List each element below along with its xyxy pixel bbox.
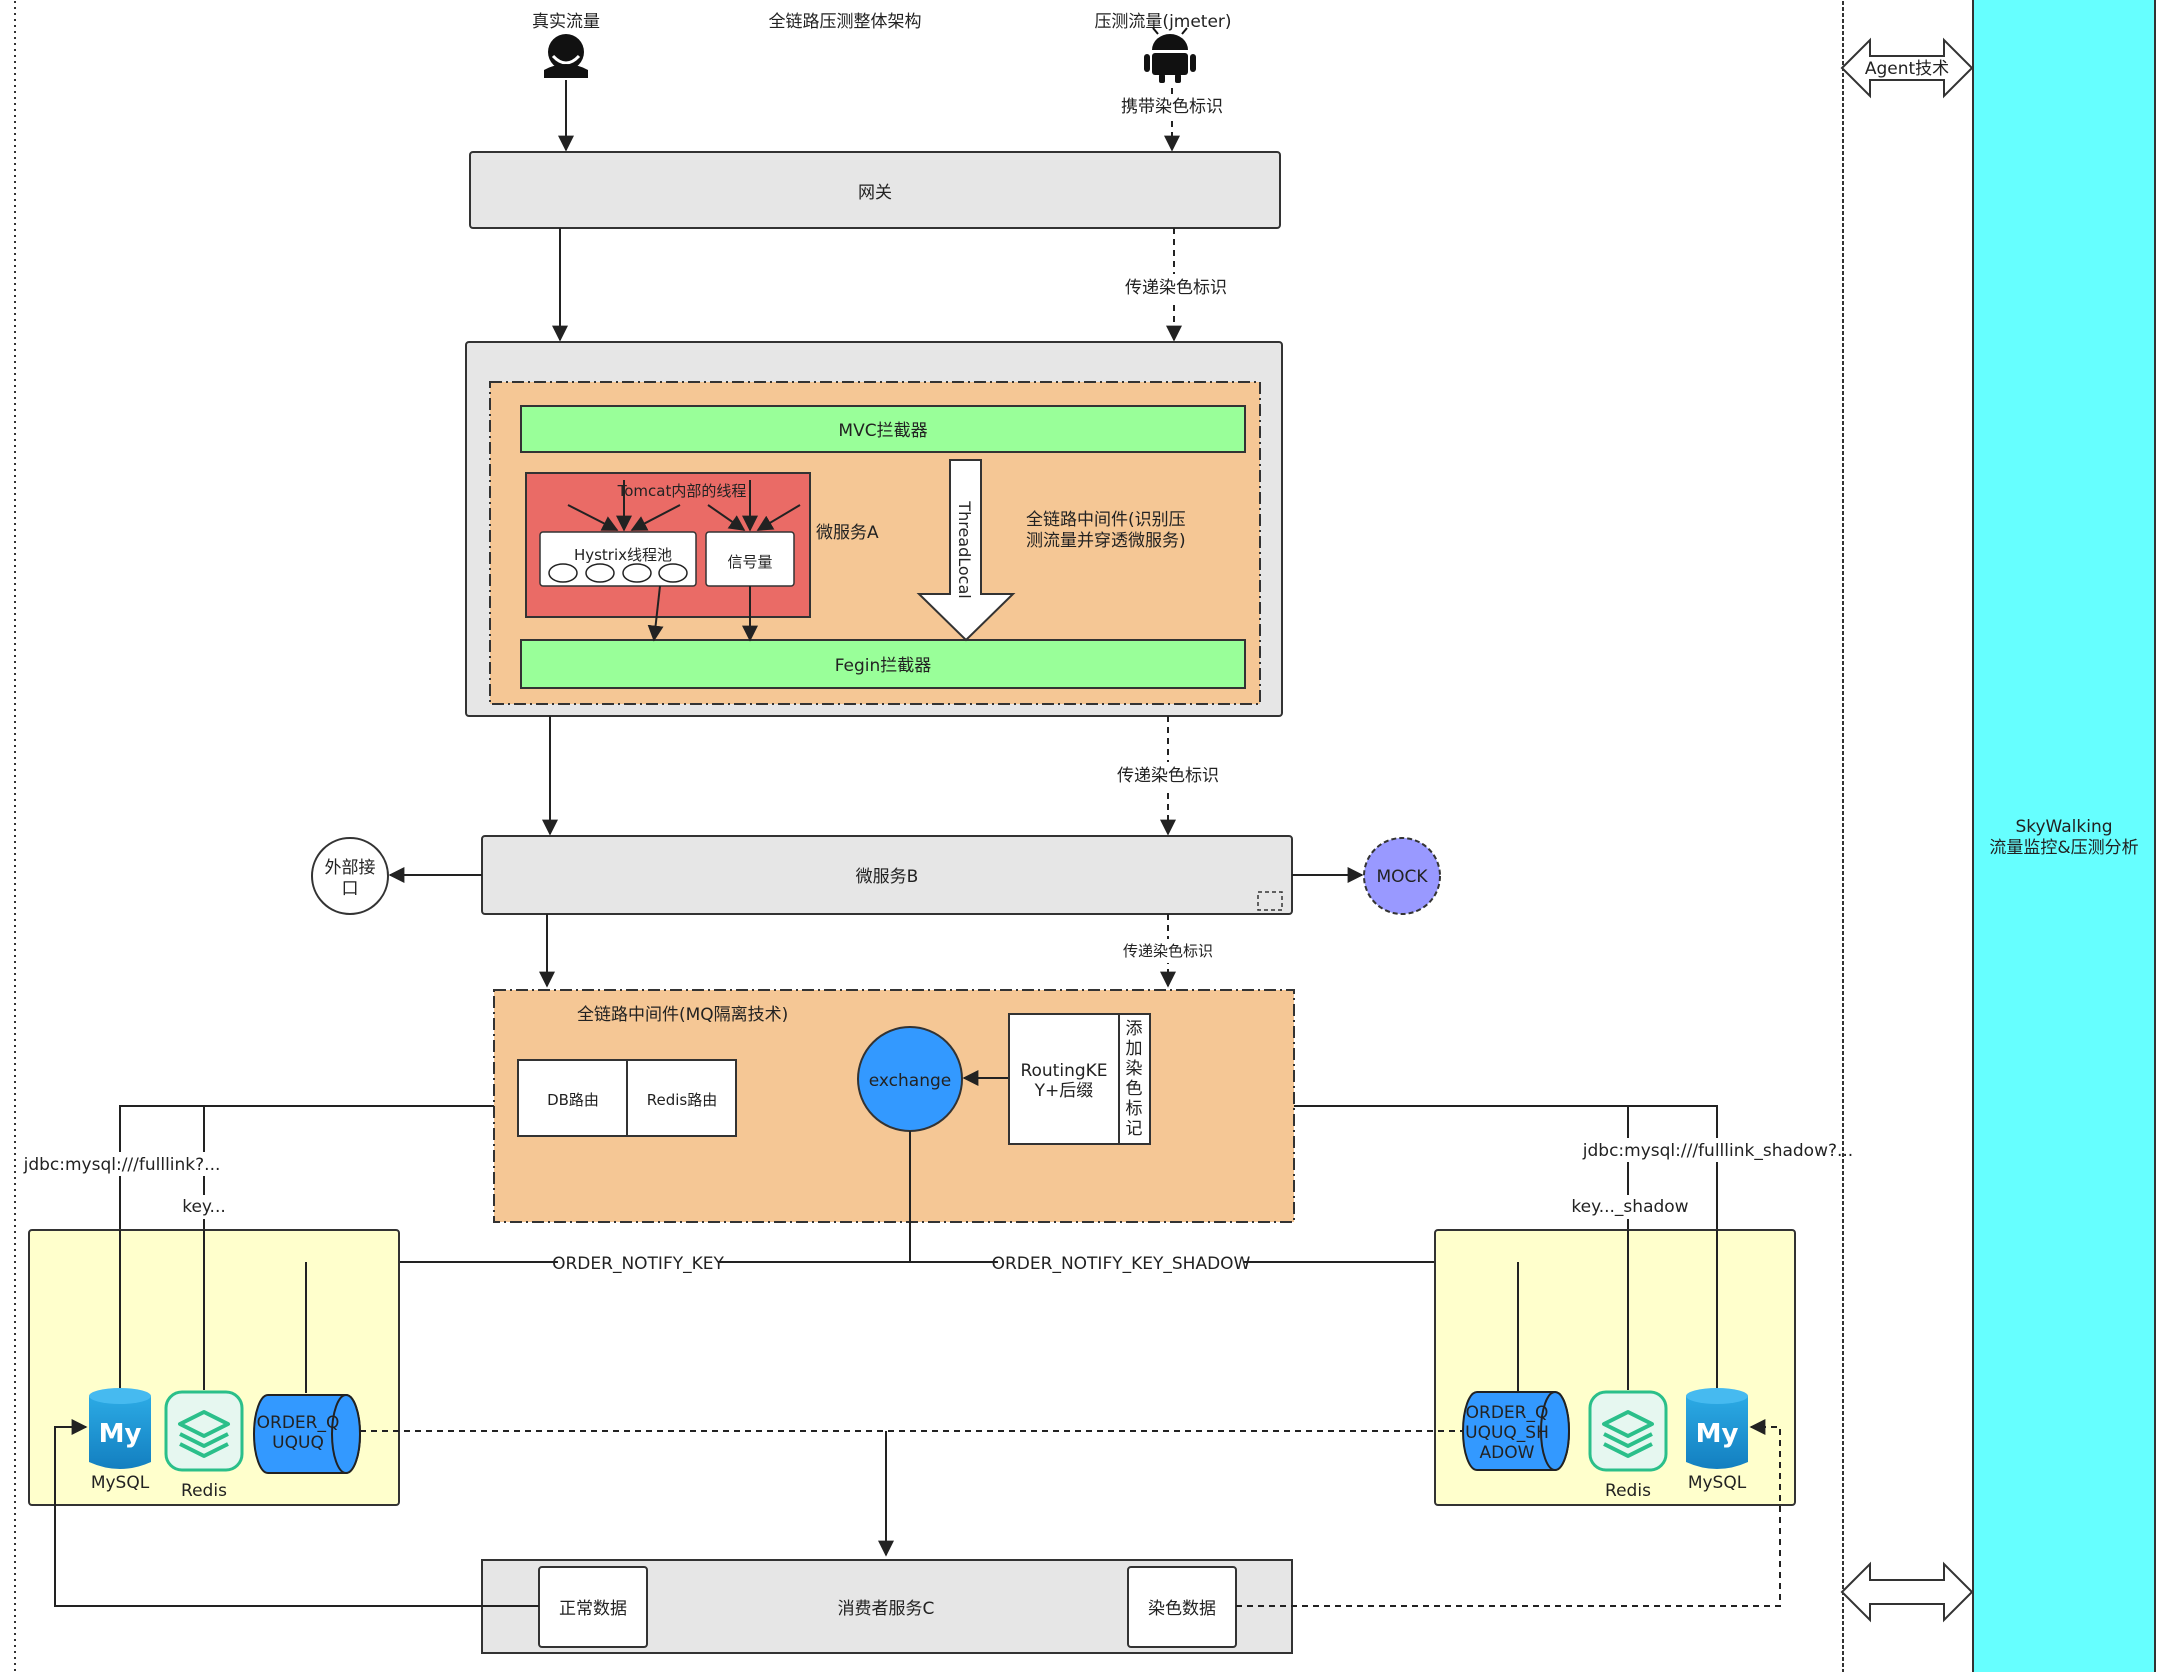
svg-text:My: My (99, 1419, 142, 1449)
gateway-box (469, 151, 1281, 229)
external-interface-node (311, 837, 389, 915)
skywalking-label-1: SkyWalking (2015, 817, 2112, 837)
threadlocal-label: ThreadLocal (955, 500, 974, 598)
left-queue-label-2: UQUQ (272, 1433, 324, 1453)
tomcat-threads-label: Tomcat内部的线程 (617, 482, 747, 500)
add-tag-box (1118, 1013, 1151, 1145)
user-icon (544, 34, 588, 78)
normal-data-label: 正常数据 (559, 1599, 627, 1619)
service-b-label: 微服务B (856, 867, 919, 887)
right-jdbc-label: jdbc:mysql:///fulllink_shadow?... (1582, 1141, 1853, 1161)
add-tag-label: 添 加 染 色 标 记 (1126, 1019, 1143, 1139)
skywalking-panel (1972, 0, 2156, 1672)
mock-node (1363, 837, 1441, 915)
agent-arrow-bottom (1840, 1561, 1974, 1623)
exchange-label: exchange (869, 1071, 952, 1091)
android-icon (1144, 27, 1196, 83)
svg-text:添: 添 (1126, 1019, 1143, 1039)
right-redis-label: Redis (1605, 1481, 1651, 1501)
pass-tag-label-3: 传递染色标识 (1123, 942, 1213, 960)
svg-text:染: 染 (1126, 1059, 1143, 1079)
redis-icon (164, 1390, 244, 1472)
carry-tag-label: 携带染色标识 (1121, 97, 1223, 117)
mvc-interceptor-label: MVC拦截器 (838, 421, 927, 441)
svg-text:记: 记 (1126, 1119, 1143, 1139)
semaphore-label: 信号量 (727, 553, 772, 571)
test-traffic-label: 压测流量(jmeter) (1094, 12, 1231, 32)
tagged-data-writeback (1236, 1419, 1781, 1607)
hystrix-pool-box (539, 531, 697, 587)
fegin-interceptor-label: Fegin拦截器 (835, 656, 932, 676)
agent-label: Agent技术 (1865, 59, 1949, 79)
left-queue (253, 1394, 361, 1474)
middleware-note-line2: 测流量并穿透微服务) (1026, 531, 1186, 551)
routing-key-label-2: Y+后缀 (1034, 1081, 1094, 1101)
svg-text:标: 标 (1126, 1099, 1143, 1119)
mysql-icon: My (1686, 1388, 1748, 1469)
routing-key-box (1008, 1013, 1120, 1145)
svg-text:色: 色 (1126, 1079, 1143, 1099)
service-a-label: 微服务A (816, 523, 879, 543)
threadlocal-arrow (916, 459, 1016, 642)
normal-data-writeback (54, 1419, 539, 1607)
redis-route-box (626, 1059, 737, 1137)
external-interface-label-2: 口 (342, 879, 359, 899)
left-routing-key-label: ORDER_NOTIFY_KEY (552, 1254, 724, 1274)
svg-text:My: My (1696, 1419, 1739, 1449)
right-mysql-label: MySQL (1688, 1473, 1747, 1493)
fegin-interceptor (520, 639, 1246, 689)
real-traffic-label: 真实流量 (532, 12, 600, 32)
thread-arrows (567, 480, 801, 532)
right-queue-label-1: ORDER_Q (1466, 1403, 1549, 1423)
right-queue-label-2: UQUQ_SH (1465, 1423, 1549, 1443)
right-key-label: key..._shadow (1571, 1197, 1688, 1217)
left-queue-label-1: ORDER_Q (257, 1413, 340, 1433)
db-route-box (517, 1059, 628, 1137)
redis-icon (1588, 1390, 1668, 1472)
pass-tag-label-1: 传递染色标识 (1125, 278, 1227, 298)
routing-key-label-1: RoutingKE (1020, 1061, 1107, 1081)
left-mysql-label: MySQL (91, 1473, 150, 1493)
db-route-label: DB路由 (547, 1091, 599, 1109)
consumer-c-label: 消费者服务C (838, 1599, 935, 1619)
svg-text:加: 加 (1126, 1039, 1143, 1059)
tagged-data-label: 染色数据 (1148, 1599, 1216, 1619)
pass-tag-label-2: 传递染色标识 (1117, 766, 1219, 786)
right-queue-label-3: ADOW (1480, 1443, 1535, 1463)
left-jdbc-label: jdbc:mysql:///fulllink?... (23, 1155, 221, 1175)
left-key-label: key... (182, 1197, 226, 1217)
redis-route-label: Redis路由 (647, 1091, 717, 1109)
mysql-icon: My (89, 1388, 151, 1469)
hystrix-threads (548, 563, 688, 583)
right-queue (1462, 1391, 1570, 1471)
external-interface-label-1: 外部接 (325, 858, 376, 878)
middleware-note-line1: 全链路中间件(识别压 (1026, 510, 1186, 530)
hystrix-pool-label: Hystrix线程池 (574, 546, 672, 564)
mq-middleware-title: 全链路中间件(MQ隔离技术) (577, 1005, 788, 1025)
diagram-title: 全链路压测整体架构 (769, 12, 922, 32)
right-routing-key-label: ORDER_NOTIFY_KEY_SHADOW (992, 1254, 1251, 1274)
left-redis-label: Redis (181, 1481, 227, 1501)
mock-label: MOCK (1376, 867, 1428, 887)
mvc-interceptor (520, 405, 1246, 453)
gateway-label: 网关 (858, 183, 892, 203)
skywalking-label-2: 流量监控&压测分析 (1989, 838, 2138, 858)
outer-frame (14, 0, 1844, 1672)
